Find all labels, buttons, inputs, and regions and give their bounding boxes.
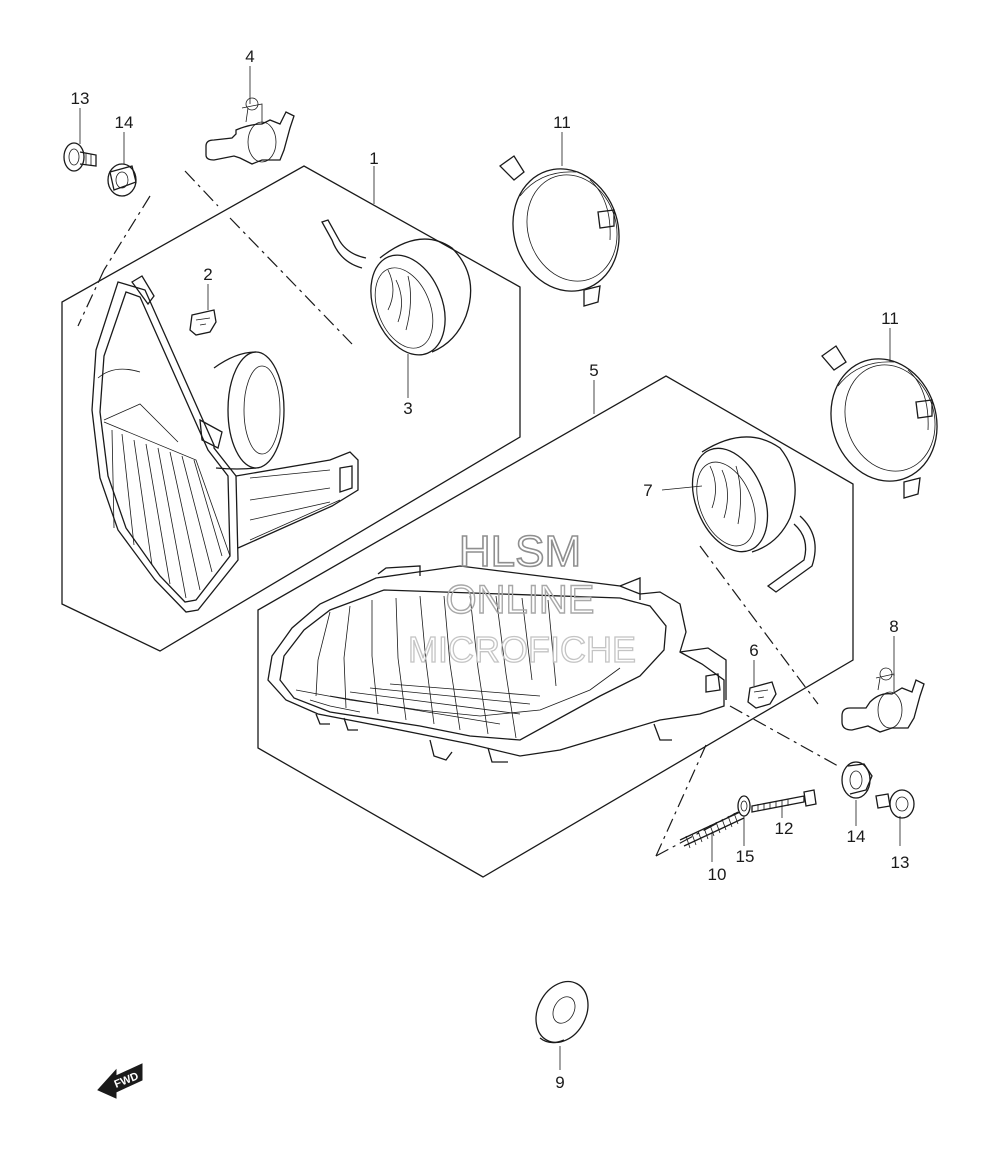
callout-4: 4 [245, 47, 254, 66]
fwd-label: FWD [113, 1070, 141, 1091]
clip-part-2 [189, 309, 217, 336]
callout-10: 10 [708, 865, 727, 884]
forward-direction-arrow: FWD [97, 1063, 143, 1099]
callout-14-lower: 14 [847, 827, 866, 846]
screw-13-lower [875, 789, 915, 819]
callout-13-lower: 13 [891, 853, 910, 872]
dashed-leader-lines [77, 170, 839, 857]
screw-13-upper [63, 142, 97, 172]
callout-6: 6 [749, 641, 758, 660]
callout-13-upper: 13 [71, 89, 90, 108]
watermark-line-2: ONLINE [446, 578, 595, 622]
retainer-ring-11-lower [821, 345, 938, 499]
left-headlamp-group-frame [61, 165, 521, 652]
spring-part-10 [679, 811, 745, 849]
watermark-line-1: HLSM [459, 527, 581, 576]
right-headlamp-body [267, 565, 727, 763]
right-headlamp-group-frame [257, 375, 854, 878]
callout-11-upper: 11 [553, 113, 571, 132]
clip-part-6 [747, 681, 777, 709]
headlight-bulb-upper [205, 97, 295, 165]
callout-1: 1 [369, 149, 378, 168]
callout-7: 7 [643, 481, 652, 500]
callout-9: 9 [555, 1073, 564, 1092]
watermark: HLSM ONLINE MICROFICHE [407, 526, 636, 670]
bulb-socket-part-3 [321, 219, 472, 356]
bulb-socket-part-7 [691, 436, 816, 593]
callout-5: 5 [589, 361, 598, 380]
callout-leaders [79, 66, 901, 1070]
callout-2: 2 [203, 265, 212, 284]
headlight-bulb-lower [841, 667, 925, 733]
watermark-line-3: MICROFICHE [408, 629, 636, 670]
callout-15: 15 [736, 847, 755, 866]
callout-3: 3 [403, 399, 412, 418]
screw-part-12 [751, 789, 817, 813]
callout-11-lower: 11 [881, 309, 899, 328]
seal-ring-part-9 [535, 980, 589, 1044]
grommet-14-lower [841, 761, 873, 799]
callout-12: 12 [775, 819, 794, 838]
grommet-14-upper [107, 163, 137, 197]
washer-part-15 [737, 795, 751, 817]
callout-labels: 1 2 3 4 5 6 7 8 9 10 11 11 12 13 13 14 1… [71, 47, 910, 1092]
callout-8: 8 [889, 617, 898, 636]
left-headlamp-body [91, 275, 359, 613]
retainer-ring-11-upper [498, 155, 620, 307]
callout-14-upper: 14 [115, 113, 134, 132]
